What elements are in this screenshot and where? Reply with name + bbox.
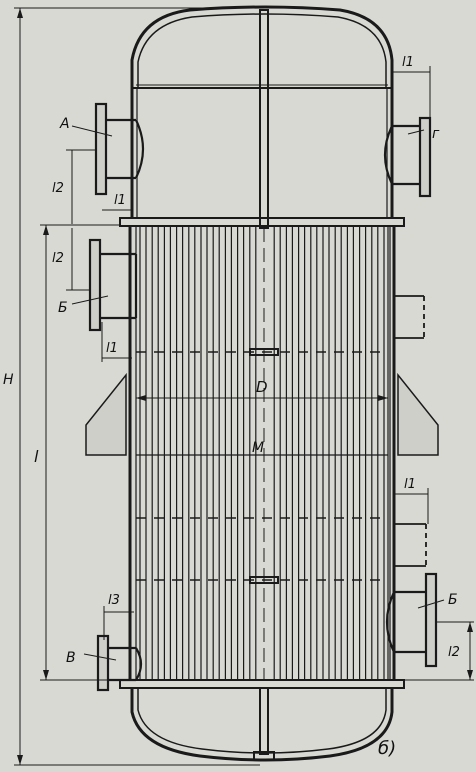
dimension-arrows [17,8,473,765]
l3-label: l3 [108,593,120,608]
bottom-tube-sheet [119,679,405,689]
dimension-lines [14,7,474,766]
tube [237,225,245,681]
tube [371,225,379,681]
left-support-lug [85,372,127,456]
top-head [130,5,394,88]
top-tube-sheet [119,217,405,227]
nozzle-right-lower [394,523,427,567]
right-support-lug [397,372,439,456]
tube [139,225,147,681]
tube [163,225,171,681]
tube [285,225,293,681]
tube [176,225,184,681]
tube [273,225,281,681]
nozzle-b-left [88,238,138,332]
tube [310,225,318,681]
nozzle-a [94,102,145,196]
pass-partition [136,9,388,761]
tube-bundle [139,225,391,681]
diameter-label: D [256,378,268,396]
l2-bottom-right-label: l2 [448,645,460,660]
bottom-head [130,688,394,762]
tube [334,225,342,681]
total-height-label: H [3,372,14,388]
figure-caption: б) [378,738,396,759]
tube [322,225,330,681]
center-m-label: М [252,440,264,456]
tube [212,225,220,681]
tube [200,225,208,681]
tube [346,225,354,681]
l2-upper-left-label: l2 [52,181,64,196]
l1-bottom-right-label: l1 [404,477,416,492]
vessel-shell [119,5,405,762]
l1-top-right-label: l1 [402,55,414,70]
tube-length-label: l [34,447,39,466]
tube [224,225,232,681]
nozzle-b-left-label: Б [58,300,68,316]
tube [151,225,159,681]
tube [383,225,391,681]
nozzle-g-label: г [432,126,440,142]
tube [188,225,196,681]
l1-top-left-label: l1 [114,193,126,208]
nozzle-right-upper [394,295,425,339]
nozzle-a-label: А [59,116,70,132]
baffles [136,348,388,584]
tube [359,225,367,681]
support-lugs [85,372,439,456]
l2-lower-left-label: l2 [52,251,64,266]
tube [298,225,306,681]
nozzle-v-label: В [66,650,76,666]
nozzle-g [383,116,432,198]
tube [249,225,257,681]
nozzle-b-right-label: Б [448,592,458,608]
nozzle-b-right [385,572,438,668]
l1-mid-left-label: l1 [106,341,118,356]
